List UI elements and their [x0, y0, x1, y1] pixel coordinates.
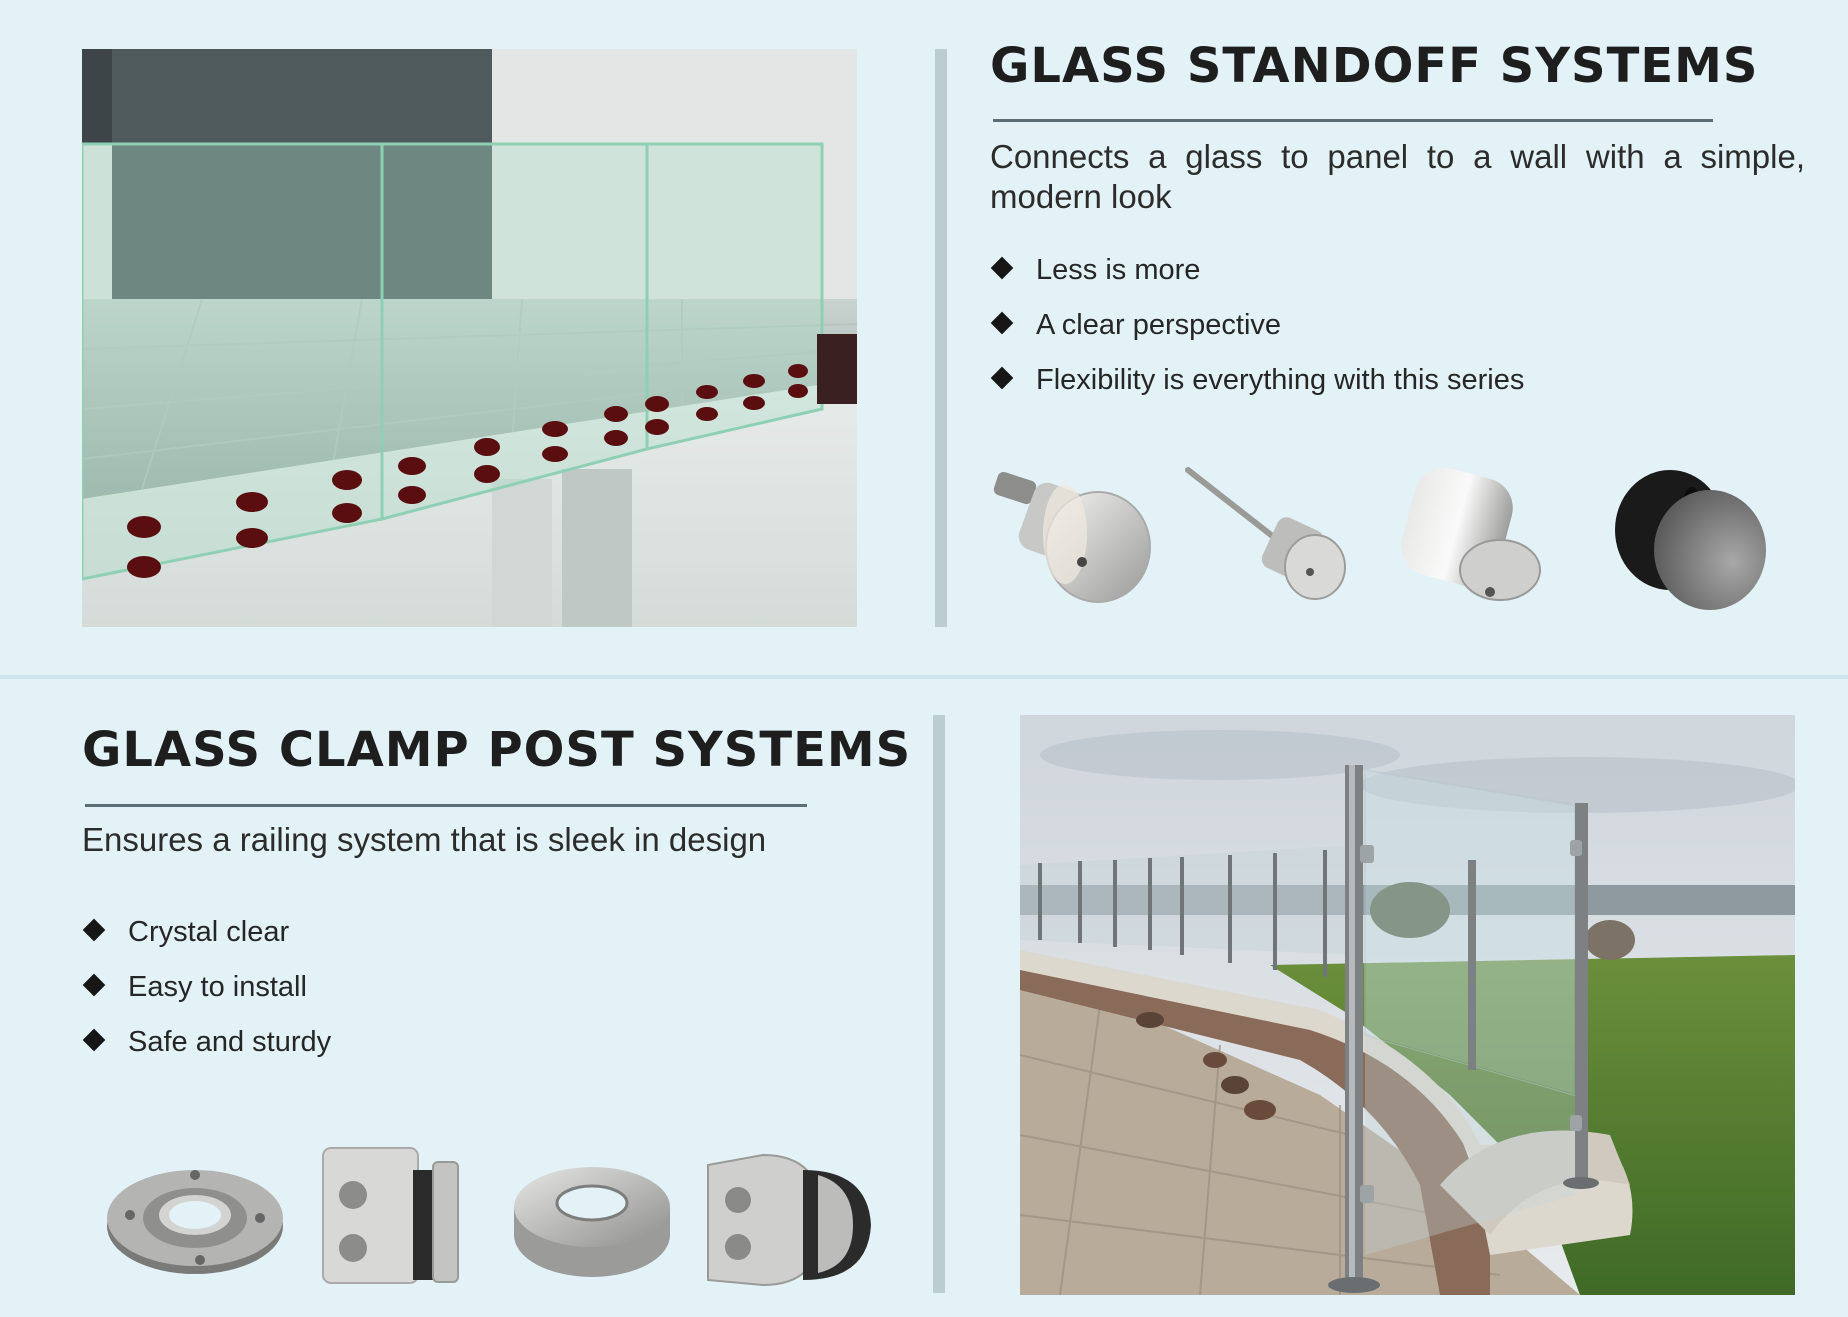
standoff-threaded-stud-icon — [990, 462, 1160, 612]
standoff-bullet-list: Less is more A clear perspective Flexibi… — [990, 250, 1524, 415]
diamond-bullet-icon — [82, 973, 106, 997]
d-shaped-glass-clamp-icon — [703, 1145, 878, 1290]
standoff-balustrade-photo — [82, 49, 857, 627]
cover-ring-icon — [512, 1165, 672, 1280]
standoff-cylinder-icon — [1395, 462, 1555, 612]
standoff-black-cap-icon — [1610, 462, 1770, 617]
clamp-bullet-list: Crystal clear Easy to install Safe and s… — [82, 912, 331, 1077]
diamond-bullet-icon — [82, 1028, 106, 1052]
diamond-bullet-icon — [990, 366, 1014, 390]
section-separator — [0, 675, 1848, 679]
list-item: Less is more — [990, 250, 1524, 305]
list-item: Crystal clear — [82, 912, 331, 967]
bullet-text: Easy to install — [128, 971, 307, 1003]
list-item: A clear perspective — [990, 305, 1524, 360]
standoff-title: GLASS STANDOFF SYSTEMS — [990, 38, 1759, 94]
standoff-description: Connects a glass to panel to a wall with… — [990, 138, 1805, 215]
diamond-bullet-icon — [990, 256, 1014, 280]
clamp-post-railing-photo — [1020, 715, 1795, 1295]
diamond-bullet-icon — [82, 918, 106, 942]
diamond-bullet-icon — [990, 311, 1014, 335]
standoff-section: GLASS STANDOFF SYSTEMS Connects a glass … — [82, 38, 1805, 627]
clamp-divider-bar — [933, 715, 945, 1293]
clamp-title: GLASS CLAMP POST SYSTEMS — [82, 722, 912, 778]
bullet-text: Safe and sturdy — [128, 1026, 332, 1058]
list-item: Flexibility is everything with this seri… — [990, 360, 1524, 415]
standoff-long-pin-icon — [1180, 462, 1355, 602]
standoff-divider-bar — [935, 49, 947, 627]
bullet-text: Flexibility is everything with this seri… — [1036, 364, 1525, 396]
clamp-title-underline — [85, 804, 807, 807]
square-glass-clamp-icon — [318, 1140, 463, 1290]
standoff-title-underline — [993, 119, 1713, 122]
list-item: Safe and sturdy — [82, 1022, 331, 1077]
list-item: Easy to install — [82, 967, 331, 1022]
bullet-text: Less is more — [1036, 254, 1201, 286]
bullet-text: A clear perspective — [1036, 309, 1282, 341]
base-flange-icon — [105, 1160, 285, 1280]
clamp-description: Ensures a railing system that is sleek i… — [82, 821, 767, 858]
clamp-section: GLASS CLAMP POST SYSTEMS Ensures a raili… — [0, 680, 1848, 1317]
bullet-text: Crystal clear — [128, 916, 290, 948]
